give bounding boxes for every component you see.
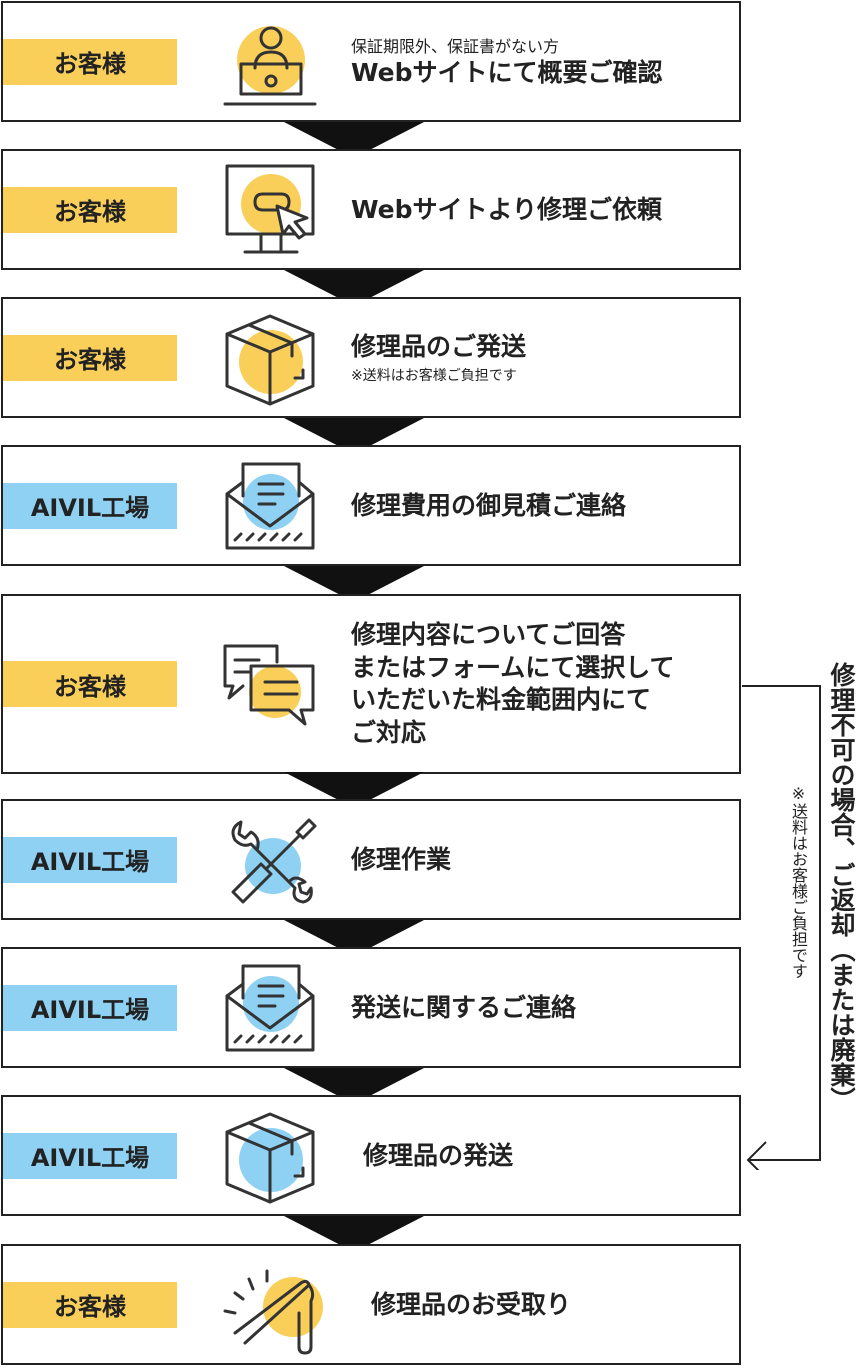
step-text: 修理費用の御見積ご連絡 bbox=[351, 489, 729, 522]
step-label: 発送に関するご連絡 bbox=[351, 992, 577, 1022]
actor-tag: AIVIL工場 bbox=[3, 1132, 177, 1179]
step-text: 保証期限外、保証書がない方 Webサイトにて概要ご確認 bbox=[351, 33, 729, 90]
envelope-letter-icon bbox=[215, 454, 325, 558]
actor-tag: AIVIL工場 bbox=[3, 836, 177, 883]
step-note: 保証期限外、保証書がない方 bbox=[351, 36, 560, 56]
step-text: 修理品の発送 bbox=[363, 1139, 729, 1172]
step-text: 修理品のお受取り bbox=[371, 1288, 729, 1321]
envelope-letter-icon bbox=[215, 956, 325, 1060]
step-label: 修理費用の御見積ご連絡 bbox=[351, 490, 627, 520]
flow-step: お客様 Webサイトより修理ご依頼 bbox=[1, 149, 741, 270]
step-text: 修理品のご発送 ※送料はお客様ご負担です bbox=[351, 330, 729, 385]
actor-tag: お客様 bbox=[3, 1281, 177, 1328]
box-icon bbox=[215, 306, 325, 410]
step-label: Webサイトにて概要ご確認 bbox=[351, 57, 663, 87]
box-icon bbox=[215, 1104, 325, 1208]
step-text: 発送に関するご連絡 bbox=[351, 991, 729, 1024]
flow-step: お客様 修理品のご発送 ※送料はお客様ご負担です bbox=[1, 297, 741, 418]
chat-bubbles-icon bbox=[215, 632, 325, 736]
step-text: Webサイトより修理ご依頼 bbox=[351, 193, 729, 226]
actor-tag: AIVIL工場 bbox=[3, 482, 177, 529]
step-label: 修理内容についてご回答 またはフォームにて選択して いただいた料金範囲内にて ご… bbox=[351, 620, 675, 747]
flow-step: お客様 保証期限外、保証書がない方 Webサイトにて概要ご確認 bbox=[1, 1, 741, 122]
step-text: 修理内容についてご回答 またはフォームにて選択して いただいた料金範囲内にて ご… bbox=[351, 619, 729, 749]
laptop-person-icon bbox=[215, 10, 325, 114]
step-label: 修理品のお受取り bbox=[371, 1289, 572, 1319]
actor-tag: お客様 bbox=[3, 186, 177, 233]
flow-step: お客様 修理品のお受取り bbox=[1, 1244, 741, 1365]
flow-step: AIVIL工場 修理作業 bbox=[1, 799, 741, 920]
monitor-cursor-icon bbox=[215, 158, 325, 262]
flow-step: AIVIL工場 修理品の発送 bbox=[1, 1095, 741, 1216]
actor-tag: お客様 bbox=[3, 38, 177, 85]
wrench-screwdriver-icon bbox=[215, 808, 325, 912]
return-path-note: ※送料はお客様ご負担です bbox=[789, 784, 808, 979]
step-label: 修理作業 bbox=[351, 844, 452, 874]
step-note: ※送料はお客様ご負担です bbox=[351, 367, 517, 384]
actor-tag: お客様 bbox=[3, 334, 177, 381]
actor-tag: お客様 bbox=[3, 661, 177, 707]
step-label: 修理品のご発送 bbox=[351, 331, 527, 361]
step-text: 修理作業 bbox=[351, 843, 729, 876]
flow-step: AIVIL工場 発送に関するご連絡 bbox=[1, 947, 741, 1068]
tweezers-icon bbox=[215, 1253, 325, 1357]
flow-step: AIVIL工場 修理費用の御見積ご連絡 bbox=[1, 445, 741, 566]
return-path-connector bbox=[742, 685, 821, 1170]
step-label: Webサイトより修理ご依頼 bbox=[351, 194, 663, 224]
actor-tag: AIVIL工場 bbox=[3, 984, 177, 1031]
return-path-title: 修理不可の場合、ご返却（または廃棄） bbox=[827, 662, 856, 1112]
flow-step: お客様 修理内容についてご回答 またはフォームにて選択して いただいた料金範囲内… bbox=[1, 594, 741, 774]
step-label: 修理品の発送 bbox=[363, 1140, 514, 1170]
